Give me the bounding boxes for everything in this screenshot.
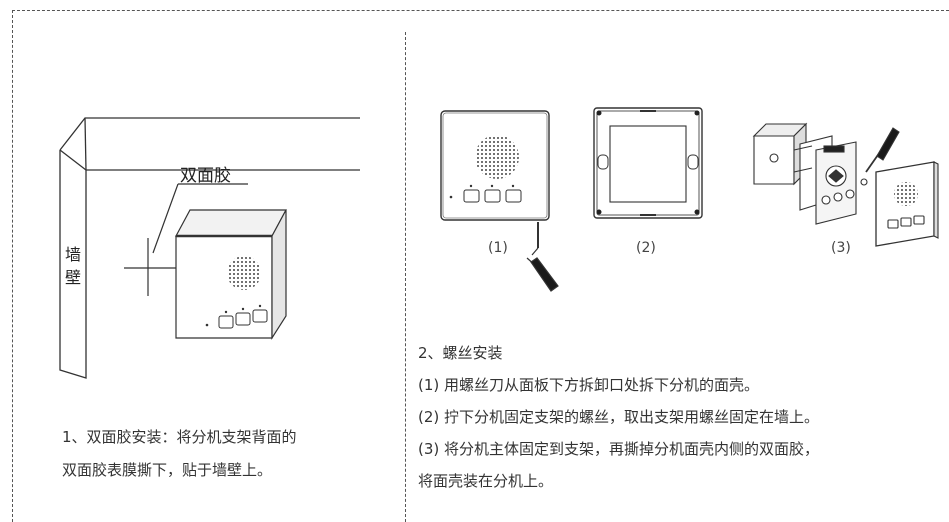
step2-item-4: 将面壳装在分机上。 [418,472,554,490]
panel-divider [405,32,406,522]
wall-corner-drawing [59,117,360,379]
adhesive-label: 双面胶 [180,166,231,186]
wall-label-top: 墙 [65,245,82,264]
illustration-3-exploded-assembly [752,122,939,247]
adhesive-pointer [124,183,248,296]
mounted-intercom-device [174,209,288,341]
step2-item-3: (3) 将分机主体固定到支架，再撕掉分机面壳内侧的双面胶， [418,440,820,458]
step2-item-2: (2) 拧下分机固定支架的螺丝，取出支架用螺丝固定在墙上。 [418,408,820,426]
caption-3: (3) [831,240,851,256]
step1-text-line1: 1、双面胶安装：将分机支架背面的 [62,428,297,446]
frame-left-border [12,10,13,522]
wall-label-bottom: 壁 [65,268,82,287]
caption-1: (1) [488,240,508,256]
illustration-1-front-panel [440,110,550,221]
caption-2: (2) [636,240,656,256]
frame-top-border [12,10,949,11]
step1-text-line2: 双面胶表膜撕下，贴于墙壁上。 [62,461,273,479]
step2-item-1: (1) 用螺丝刀从面板下方拆卸口处拆下分机的面壳。 [418,376,760,394]
illustration-2-bracket [593,107,703,219]
step2-title: 2、螺丝安装 [418,344,503,362]
screwdriver-1 [526,222,559,292]
